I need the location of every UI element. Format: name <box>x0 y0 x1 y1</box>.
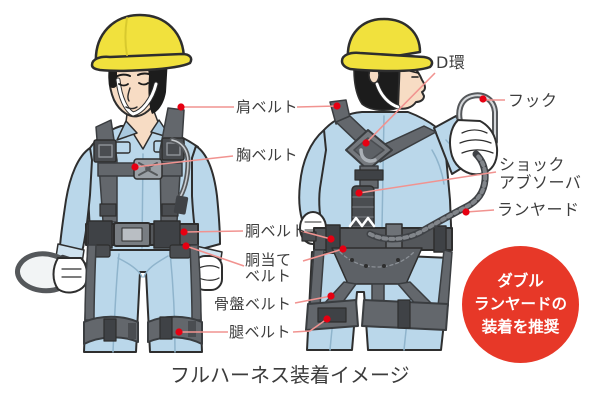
recommendation-badge: ダブル ランヤードの 装着を推奨 <box>462 246 579 363</box>
label-hook: フック <box>508 91 558 110</box>
leader-waist-belt-left <box>183 230 244 233</box>
leader-pelvic-belt <box>294 295 332 304</box>
leader-waist-belt-right <box>300 230 332 240</box>
label-shock-absorber: ショック アブソーバ <box>499 155 582 192</box>
marker-shoulder-belt-back <box>333 102 341 110</box>
marker-waist-pad-front <box>182 242 190 250</box>
leader-shoulder-belt-right <box>296 105 338 108</box>
marker-thigh-belt-back <box>323 315 331 323</box>
front-left-glove <box>52 257 89 294</box>
marker-dots <box>131 95 487 336</box>
back-figure <box>298 17 499 351</box>
marker-waist-pad-back <box>339 245 347 253</box>
marker-lanyard <box>462 208 470 216</box>
label-d-ring: D環 <box>436 53 466 72</box>
d-ring <box>359 148 377 163</box>
caption: フルハーネス装着イメージ <box>170 363 410 387</box>
label-pelvic-belt: 骨盤ベルト <box>214 295 292 313</box>
front-helmet <box>94 13 186 66</box>
leader-lanyard <box>465 209 495 213</box>
label-lanyard: ランヤード <box>497 200 580 219</box>
label-shoulder-belt: 肩ベルト <box>236 98 299 116</box>
label-waist-belt: 胴ベルト <box>245 222 308 240</box>
front-left-sleeve <box>59 147 93 253</box>
label-chest-belt: 胸ベルト <box>236 146 299 164</box>
marker-pelvic-belt <box>327 292 335 300</box>
leader-thigh-belt-right <box>292 318 328 333</box>
marker-thigh-belt-front <box>175 328 183 336</box>
marker-chest-belt <box>131 163 139 171</box>
marker-waist-belt-back <box>327 235 335 243</box>
leader-waist-pad-right <box>302 248 344 262</box>
leader-shock-absorber <box>358 171 497 194</box>
label-waist-pad-belt: 胴当て ベルト <box>245 251 292 285</box>
marker-shock-absorber <box>355 189 363 197</box>
lumbar-pad <box>331 247 423 285</box>
marker-waist-belt-front <box>180 228 188 236</box>
leader-chest-belt <box>134 155 234 168</box>
front-harness <box>83 107 203 345</box>
back-right-glove <box>449 119 499 176</box>
label-thigh-belt: 腿ベルト <box>229 323 292 341</box>
leader-d-ring <box>365 72 436 144</box>
leader-waist-pad-left <box>185 245 245 267</box>
front-figure <box>15 13 223 353</box>
leader-lines <box>134 72 505 333</box>
marker-d-ring <box>362 139 370 147</box>
marker-shoulder-belt-front <box>177 103 185 111</box>
marker-hook <box>479 95 487 103</box>
back-left-sleeve <box>298 129 327 237</box>
